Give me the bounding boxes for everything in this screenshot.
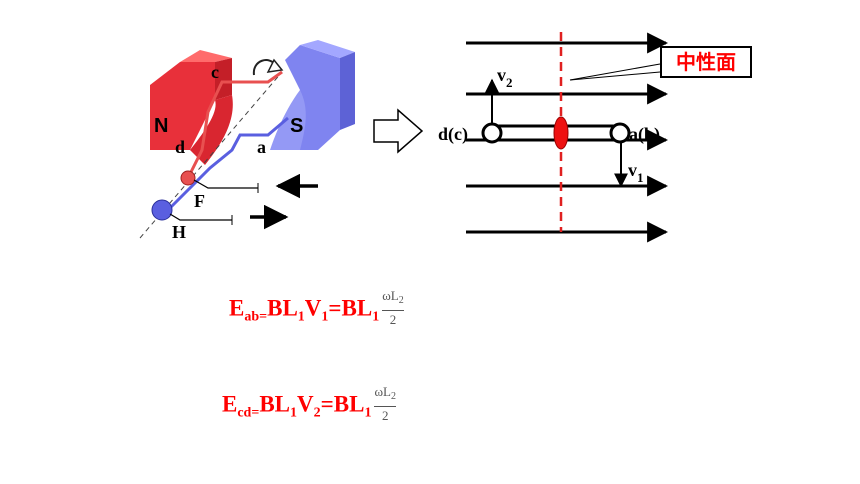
slip-ring-blue: [151, 199, 173, 221]
magnet-south-label: S: [290, 115, 303, 137]
coil-red: [186, 70, 283, 179]
label-dc: d(c): [438, 124, 468, 145]
ring-label-f: F: [194, 191, 205, 211]
rotation-arrow-head-icon: [266, 58, 284, 73]
rotation-axis-section: [553, 116, 569, 150]
brush-lead-f: [193, 179, 258, 189]
coil-label-a: a: [257, 137, 266, 157]
cross-section-diagram: d(c) a(b) v2 v1: [438, 32, 669, 243]
conductor-ab: [609, 122, 631, 144]
south-magnet: [270, 40, 355, 150]
neutral-plane-leader: [569, 63, 661, 81]
ring-label-h: H: [172, 222, 186, 242]
coil-blue: [166, 116, 289, 212]
neutral-plane-label: 中性面: [660, 46, 752, 78]
north-magnet: [150, 50, 233, 165]
magnet-north-label: N: [154, 115, 168, 137]
coil-label-c: c: [211, 62, 219, 82]
generator-illustration: N S c d a F H: [139, 40, 355, 242]
coil-label-d: d: [175, 137, 185, 157]
label-v2: v2: [497, 65, 513, 90]
transition-arrow-icon: [373, 108, 424, 154]
brush-lead-h: [169, 213, 232, 221]
label-ab: a(b): [629, 124, 660, 145]
label-v1: v1: [628, 160, 644, 185]
slip-ring-red: [180, 170, 196, 186]
conductor-dc: [481, 122, 503, 144]
neutral-plane-leader-2: [569, 71, 661, 81]
